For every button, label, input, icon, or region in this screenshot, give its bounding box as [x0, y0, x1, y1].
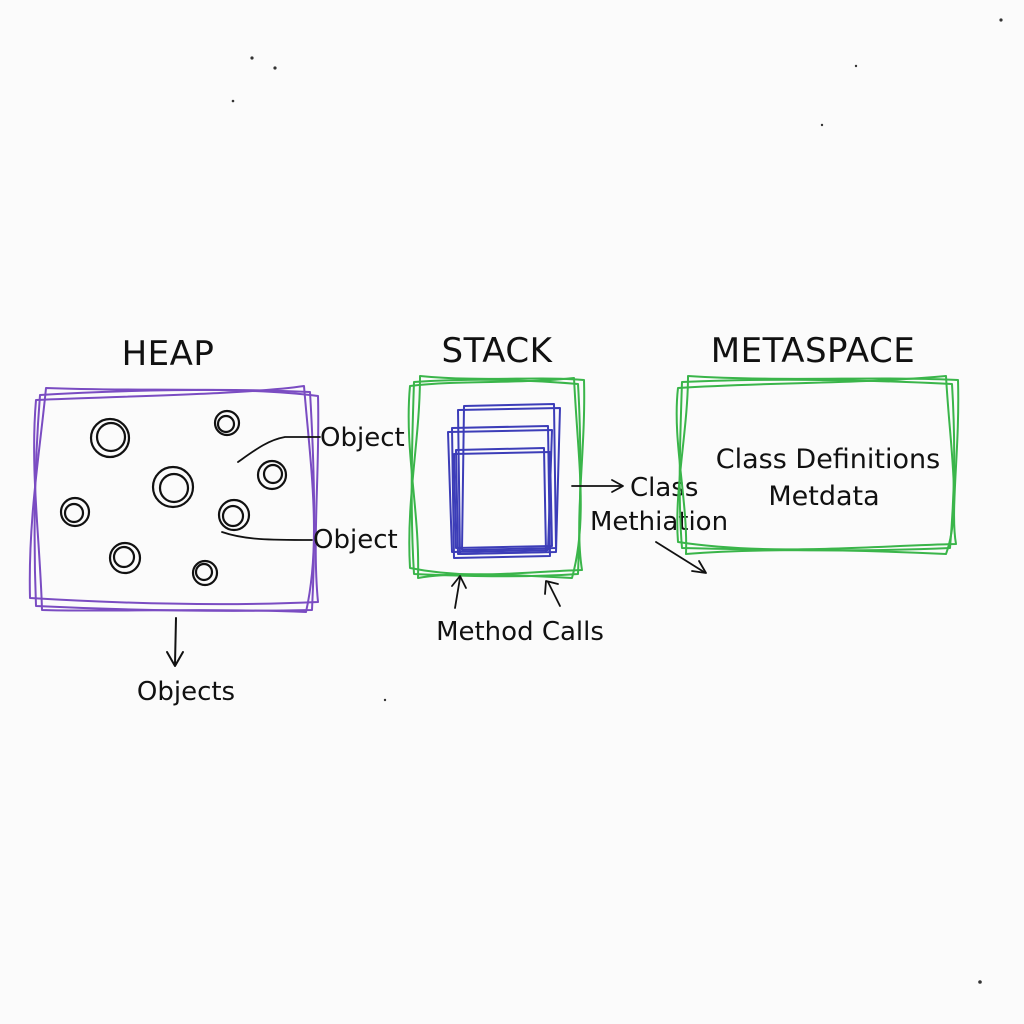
stack-methiation-label: Methiation	[590, 507, 728, 537]
heap-down-arrow	[166, 617, 184, 667]
heap-object-circle	[256, 459, 288, 491]
stack-frames	[447, 403, 561, 559]
heap-title: HEAP	[122, 334, 215, 374]
stack-method-calls-label: Method Calls	[436, 617, 604, 647]
heap-objects-label: Objects	[137, 677, 235, 707]
heap-object-circle	[151, 465, 195, 509]
heap-object-circle	[59, 496, 91, 528]
class-to-metaspace-arrow	[655, 541, 707, 574]
heap-objects	[59, 409, 288, 587]
metaspace-class-definitions-label: Class Definitions	[716, 444, 940, 475]
heap-box	[28, 385, 320, 613]
heap-object-label: Object	[320, 423, 405, 453]
heap-object-circle	[191, 559, 219, 587]
stack-to-class-arrow	[571, 479, 624, 493]
metaspace-metdata-label: Metdata	[768, 481, 879, 512]
stack-box	[407, 375, 586, 579]
stack-class-label: Class	[630, 473, 698, 503]
heap-object-label: Object	[313, 525, 398, 555]
stack-title: STACK	[442, 331, 554, 371]
paper-specks	[231, 18, 1003, 984]
stack-method-arrows	[451, 575, 561, 609]
metaspace-title: METASPACE	[711, 331, 916, 371]
heap-object-circle	[108, 541, 142, 575]
heap-object-circle	[213, 409, 241, 437]
heap-object-circle	[217, 498, 251, 532]
heap-object-circle	[89, 417, 131, 459]
metaspace-box	[675, 375, 960, 555]
heap-pointer-lines	[221, 436, 321, 541]
